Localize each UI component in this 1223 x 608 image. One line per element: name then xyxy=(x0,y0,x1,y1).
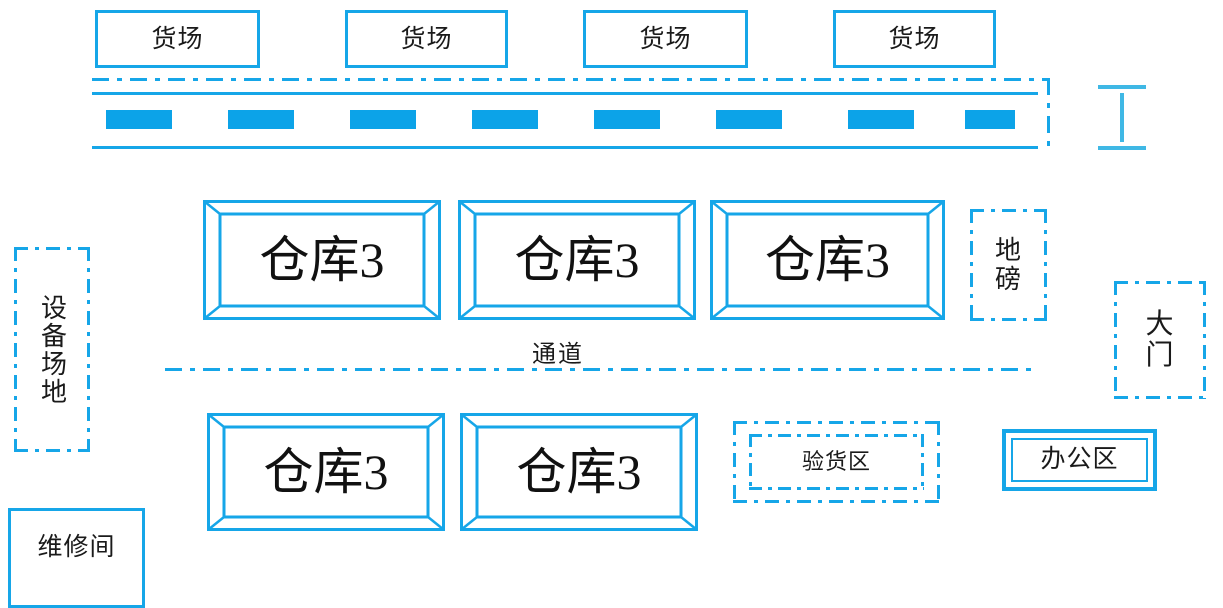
rail-terminus-stem xyxy=(1120,93,1124,142)
corridor-label: 通道 xyxy=(532,342,584,368)
freight-yard-box-3[interactable]: 货场 xyxy=(583,10,748,68)
inspection-area-label: 验货区 xyxy=(801,448,871,474)
freight-yard-box-1[interactable]: 货场 xyxy=(95,10,260,68)
freight-yard-label: 货场 xyxy=(151,25,204,53)
rail-car-block xyxy=(106,110,172,129)
warehouse-frame-icon xyxy=(207,413,445,531)
warehouse-frame-icon xyxy=(460,413,698,531)
corridor-dashdot-line xyxy=(165,368,1037,371)
warehouse-box-bottom-2[interactable]: 仓库3 xyxy=(460,413,698,531)
rail-car-block xyxy=(965,110,1015,129)
rail-track-line-lower xyxy=(92,146,1038,149)
rail-car-block xyxy=(350,110,416,129)
warehouse-frame-icon xyxy=(203,200,441,320)
rail-boundary-dashdot-vertical xyxy=(1047,78,1050,152)
rail-car-block xyxy=(228,110,294,129)
warehouse-frame-icon xyxy=(710,200,945,320)
warehouse-box-bottom-1[interactable]: 仓库3 xyxy=(207,413,445,531)
main-gate-zone[interactable]: 大门 xyxy=(1114,281,1206,399)
maintenance-room-label: 维修间 xyxy=(37,534,116,562)
rail-car-block xyxy=(594,110,660,129)
maintenance-room[interactable]: 维修间 xyxy=(8,508,145,608)
main-gate-label: 大门 xyxy=(1145,308,1175,371)
freight-yard-box-2[interactable]: 货场 xyxy=(345,10,508,68)
equipment-yard-zone[interactable]: 设备场地 xyxy=(14,247,90,452)
warehouse-box-top-2[interactable]: 仓库3 xyxy=(458,200,696,320)
rail-terminus-icon xyxy=(1098,85,1146,150)
weighbridge-label: 地磅 xyxy=(994,235,1022,294)
equipment-yard-label: 设备场地 xyxy=(37,293,67,406)
freight-yard-label: 货场 xyxy=(888,25,941,53)
rail-car-block xyxy=(716,110,782,129)
warehouse-box-top-1[interactable]: 仓库3 xyxy=(203,200,441,320)
warehouse-box-top-3[interactable]: 仓库3 xyxy=(710,200,945,320)
rail-boundary-dashdot-line xyxy=(92,78,1050,81)
warehouse-frame-icon xyxy=(458,200,696,320)
rail-car-block xyxy=(848,110,914,129)
rail-terminus-top-bar xyxy=(1098,85,1146,89)
office-area-label: 办公区 xyxy=(1040,446,1119,474)
rail-terminus-bottom-bar xyxy=(1098,146,1146,150)
weighbridge-zone[interactable]: 地磅 xyxy=(970,209,1047,321)
rail-track-line-upper xyxy=(92,92,1038,95)
office-area-room[interactable]: 办公区 xyxy=(1002,429,1157,491)
office-area-inner-border: 办公区 xyxy=(1011,438,1148,482)
freight-yard-label: 货场 xyxy=(400,25,453,53)
inspection-area-inner-border: 验货区 xyxy=(749,434,924,490)
freight-yard-box-4[interactable]: 货场 xyxy=(833,10,996,68)
freight-yard-label: 货场 xyxy=(639,25,692,53)
rail-car-block xyxy=(472,110,538,129)
inspection-area-zone[interactable]: 验货区 xyxy=(733,421,940,503)
